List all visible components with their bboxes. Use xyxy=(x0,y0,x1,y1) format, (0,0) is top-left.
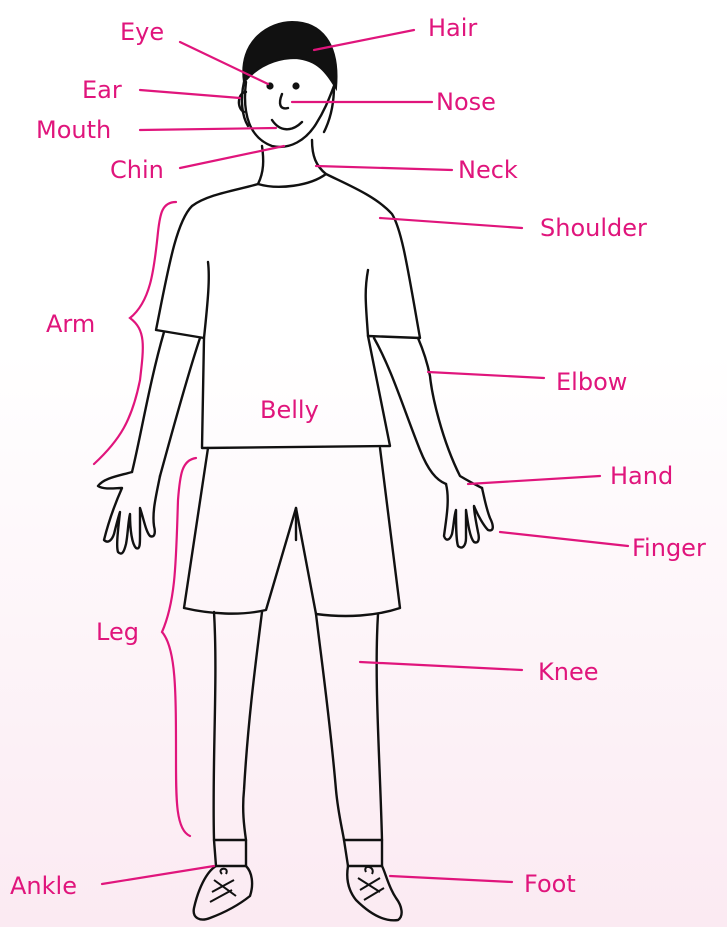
label-leg: Leg xyxy=(96,618,139,646)
label-ear: Ear xyxy=(82,76,122,104)
neck-right xyxy=(312,140,326,174)
label-foot: Foot xyxy=(524,870,576,898)
label-ankle: Ankle xyxy=(10,872,77,900)
label-shoulder: Shoulder xyxy=(540,214,647,242)
label-nose: Nose xyxy=(436,88,496,116)
hand-left xyxy=(98,472,160,554)
label-mouth: Mouth xyxy=(36,116,111,144)
label-finger: Finger xyxy=(632,534,706,562)
labels: Eye Hair Ear Nose Mouth Chin Neck Should… xyxy=(10,14,706,900)
eye-right xyxy=(292,82,299,89)
shorts xyxy=(184,448,400,616)
nose xyxy=(280,94,288,108)
sleeve-fold-left xyxy=(204,262,209,338)
leader-hand xyxy=(468,476,600,484)
label-chin: Chin xyxy=(110,156,164,184)
arm-left-outer xyxy=(132,332,164,472)
label-arm: Arm xyxy=(46,310,95,338)
leader-chin xyxy=(180,146,284,168)
sleeve-fold-right xyxy=(366,270,368,336)
leader-ear xyxy=(140,90,240,98)
label-hand: Hand xyxy=(610,462,673,490)
hand-right xyxy=(444,484,493,548)
leader-foot xyxy=(390,876,512,882)
label-neck: Neck xyxy=(458,156,518,184)
leader-hair xyxy=(314,30,414,50)
leg-right-outer xyxy=(377,614,382,840)
leg-left-outer xyxy=(214,612,216,840)
arm-right-inner xyxy=(374,338,446,484)
leader-shoulder xyxy=(380,218,522,228)
leader-mouth xyxy=(140,128,276,130)
leader-neck xyxy=(316,166,452,170)
shoe-left xyxy=(194,866,252,920)
leader-elbow xyxy=(428,372,544,378)
label-elbow: Elbow xyxy=(556,368,627,396)
leader-finger xyxy=(500,532,628,546)
label-belly: Belly xyxy=(260,396,319,424)
leg-left-inner xyxy=(243,612,262,840)
leader-knee xyxy=(360,662,522,670)
face-outline xyxy=(245,82,334,147)
laces-right xyxy=(358,867,384,900)
leg-brace xyxy=(162,458,196,836)
leg-right-inner xyxy=(316,614,344,840)
arm-left-inner xyxy=(160,338,200,476)
label-hair: Hair xyxy=(428,14,477,42)
sock-left xyxy=(214,840,246,866)
laces-left xyxy=(210,869,236,902)
sock-right xyxy=(344,840,382,866)
label-eye: Eye xyxy=(120,18,164,46)
leader-ankle xyxy=(102,866,214,884)
label-knee: Knee xyxy=(538,658,598,686)
leader-lines xyxy=(94,30,628,884)
